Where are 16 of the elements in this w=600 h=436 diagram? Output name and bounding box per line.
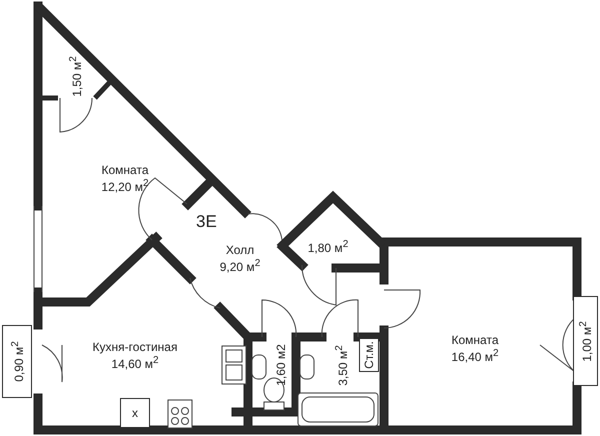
room-name: Холл <box>226 242 254 256</box>
area-label: 14,60 м$^{2}$ <box>111 354 159 370</box>
appliance-outline <box>120 398 150 428</box>
balcony-outline <box>573 296 598 386</box>
area-label: 12,20 м$^{2}$ <box>101 176 149 194</box>
room-name: Комната <box>452 332 498 346</box>
room-name: Комната <box>102 162 148 176</box>
appliance-label: Ст.м. <box>362 341 376 369</box>
apartment-label: 3E <box>196 212 217 232</box>
area-label: 16,40 м$^{2}$ <box>451 346 499 364</box>
area-label: 1,60 м2 <box>274 344 288 386</box>
balcony-outline <box>2 325 32 398</box>
appliance-label: x <box>132 406 138 420</box>
area-label: 9,20 м$^{2}$ <box>220 256 260 274</box>
room-name: Кухня-гостиная <box>92 340 178 354</box>
area-label: 1,80 м$^{2}$ <box>308 238 348 254</box>
